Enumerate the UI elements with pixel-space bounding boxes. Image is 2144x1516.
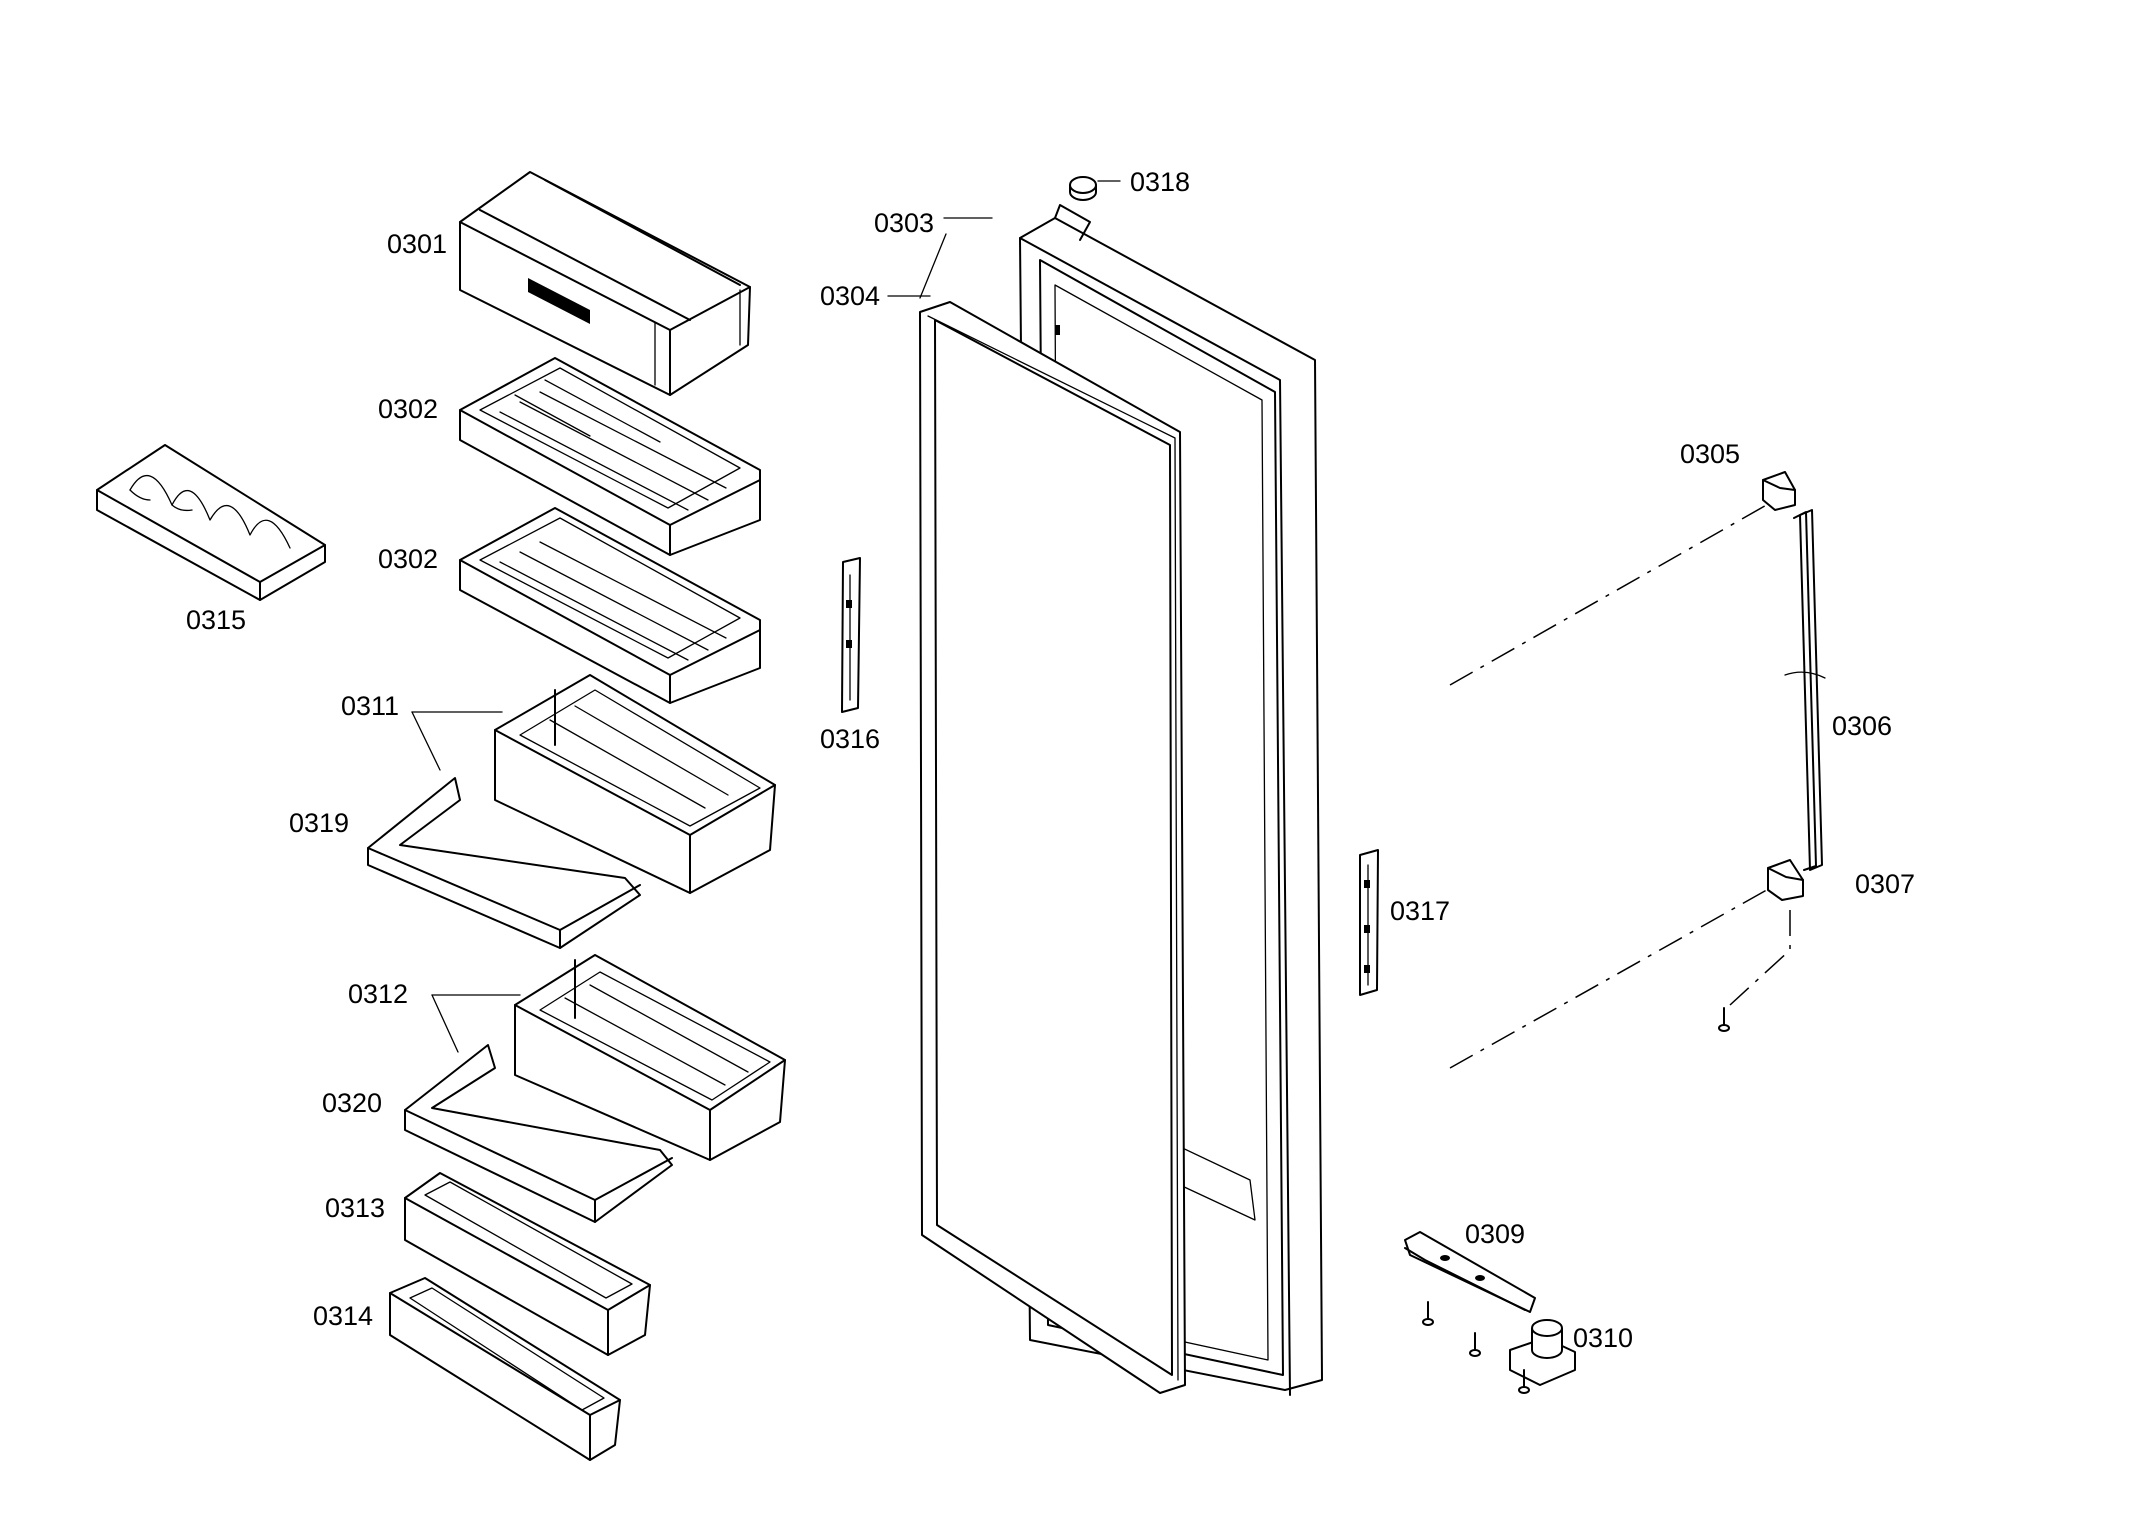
label-0310: 0310 bbox=[1573, 1323, 1633, 1353]
part-0312-bin bbox=[514, 954, 786, 1161]
part-0311-bin bbox=[494, 674, 776, 894]
part-0317-strip bbox=[1359, 849, 1379, 996]
part-0305-end-cap bbox=[1762, 471, 1796, 511]
label-0302-a: 0302 bbox=[378, 394, 438, 424]
label-0316: 0316 bbox=[820, 724, 880, 754]
label-0309: 0309 bbox=[1465, 1219, 1525, 1249]
label-0305: 0305 bbox=[1680, 439, 1740, 469]
label-0307: 0307 bbox=[1855, 869, 1915, 899]
leader-lines bbox=[411, 180, 1121, 1053]
label-0312: 0312 bbox=[348, 979, 408, 1009]
label-0318: 0318 bbox=[1130, 167, 1190, 197]
label-0301: 0301 bbox=[387, 229, 447, 259]
label-0306: 0306 bbox=[1832, 711, 1892, 741]
part-screws-bottom bbox=[1422, 1301, 1530, 1394]
part-0320-tray bbox=[404, 1044, 673, 1223]
part-0319-tray bbox=[367, 777, 641, 949]
part-0315-egg-tray bbox=[96, 444, 326, 601]
part-0302-shelf-b bbox=[459, 507, 761, 704]
part-0310-hinge-pin bbox=[1509, 1319, 1576, 1386]
label-0317: 0317 bbox=[1390, 896, 1450, 926]
part-0302-shelf-a bbox=[459, 357, 761, 556]
label-0314: 0314 bbox=[313, 1301, 373, 1331]
label-0315: 0315 bbox=[186, 605, 246, 635]
label-0304: 0304 bbox=[820, 281, 880, 311]
label-0313: 0313 bbox=[325, 1193, 385, 1223]
part-0313-bottle-shelf bbox=[404, 1172, 651, 1356]
part-0304-gasket bbox=[919, 301, 1186, 1394]
label-0320: 0320 bbox=[322, 1088, 382, 1118]
part-0316-strip bbox=[841, 557, 861, 713]
part-0318-cap bbox=[1069, 176, 1097, 201]
label-0303: 0303 bbox=[874, 208, 934, 238]
part-0307-end-cap bbox=[1767, 859, 1804, 901]
part-labels: 0301 0302 0302 0303 0304 0305 0306 0307 … bbox=[186, 167, 1915, 1353]
part-0314-bottle-shelf bbox=[389, 1277, 621, 1461]
part-0309-hinge-plate bbox=[1404, 1231, 1536, 1313]
assembly-dashed-lines bbox=[1449, 502, 1791, 1069]
part-0306-rail bbox=[1784, 509, 1826, 871]
label-0319: 0319 bbox=[289, 808, 349, 838]
label-0302-b: 0302 bbox=[378, 544, 438, 574]
part-screw-right bbox=[1718, 1007, 1730, 1032]
label-0311: 0311 bbox=[341, 691, 399, 721]
part-0301-compartment bbox=[459, 171, 751, 396]
